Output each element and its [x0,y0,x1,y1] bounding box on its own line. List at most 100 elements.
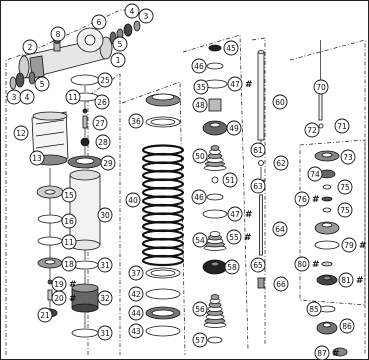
callout-number: 74 [310,170,320,179]
callout-number: 75 [340,206,350,215]
hash-mark: # [356,276,364,286]
part-callout-44: 44 [128,305,144,321]
part-callout-60: 60 [272,94,288,110]
part-callout-1: 1 [110,52,126,68]
part-callout-26: 26 [94,94,110,110]
part-callout-55: 55# [226,229,252,245]
callout-bubble [250,257,266,273]
part-callout-61: 61 [250,142,266,158]
callout-number: 5 [118,40,123,49]
callout-number: 2 [28,43,33,52]
callout-number: 75 [340,183,350,192]
callout-bubble [307,166,323,182]
callout-number: 12 [16,129,26,138]
callout-number: 37 [131,269,141,278]
callout-bubble [224,259,240,275]
coil-spring-stack [141,93,185,337]
part-callout-21: 21 [37,307,53,323]
part-callout-49: 49 [226,120,242,136]
callout-bubble [250,178,266,194]
callout-number: 86 [342,322,352,331]
callout-number: 6 [97,18,102,27]
callout-bubble [193,79,209,95]
reservoir-head-assembly [9,20,141,90]
callout-number: 47 [230,210,240,219]
callout-bubble [192,148,208,164]
part-callout-27: 27 [92,115,108,131]
callout-bubble [29,150,45,166]
part-callout-3: 3 [6,89,22,105]
callout-bubble [222,172,238,188]
hash-mark: # [244,233,252,243]
callout-bubble [341,237,357,253]
part-callout-20: 20# [51,290,77,306]
compression-adjuster-stack [314,40,348,357]
callout-number: 16 [64,217,74,226]
callout-number: 19 [54,280,64,289]
callout-bubble [19,89,35,105]
part-callout-87: 87# [314,345,340,360]
part-callout-81: 81# [338,272,364,288]
callout-bubble [273,155,289,171]
callout-number: 40 [128,196,138,205]
callout-bubble [128,305,144,321]
part-callout-48: 48 [192,97,208,113]
part-callout-51: 51 [222,172,238,188]
callout-bubble [92,115,108,131]
part-callout-4: 4 [19,89,35,105]
shim-washer [210,294,220,300]
callout-number: 49 [229,124,239,133]
callout-number: 54 [195,236,205,245]
callout-number: 63 [253,182,263,191]
callout-bubble [125,192,141,208]
callout-bubble [51,290,67,306]
hash-mark: # [312,195,320,205]
part-callout-40: 40 [125,192,141,208]
part-callout-19: 19# [51,276,77,292]
callout-bubble [128,323,144,339]
callout-bubble [334,118,350,134]
callout-bubble [304,122,320,138]
callout-bubble [65,89,81,105]
part-callout-70: 70 [313,79,329,95]
part-callout-32: 32 [97,290,113,306]
part-callout-6: 6 [91,14,107,30]
callout-number: 50 [195,152,205,161]
part-callout-11: 11 [61,234,77,250]
part-callout-25: 25 [97,72,113,88]
callout-number: 36 [131,117,141,126]
part-callout-75: 75 [337,202,353,218]
callout-bubble [61,256,77,272]
part-callout-85: 85 [306,301,322,317]
callout-number: 13 [32,154,42,163]
callout-bubble [314,345,330,360]
part-callout-71: 71 [334,118,350,134]
callout-bubble [192,232,208,248]
part-callout-31: 31 [97,325,113,341]
part-callout-79: 79# [341,237,367,253]
callout-number: 4 [130,7,135,16]
callout-bubble [97,325,113,341]
hash-mark: # [245,80,253,90]
callout-number: 48 [195,101,205,110]
spring-coil [141,254,185,267]
part-callout-37: 37 [128,265,144,281]
callout-bubble [223,40,239,56]
callout-number: 46 [194,193,204,202]
callout-number: 11 [64,238,74,247]
callout-number: 65 [253,261,263,270]
callout-bubble [128,113,144,129]
callout-bubble [192,332,208,348]
callout-bubble [272,221,288,237]
callout-number: 5 [40,80,45,89]
callout-bubble [306,301,322,317]
part-callout-64: 64 [272,221,288,237]
part-callout-5: 5 [34,76,50,92]
callout-number: 27 [95,119,105,128]
callout-bubble [97,257,113,273]
callout-bubble [13,125,29,141]
callout-bubble [250,142,266,158]
callout-bubble [313,79,329,95]
part-callout-29: 29 [100,155,116,171]
